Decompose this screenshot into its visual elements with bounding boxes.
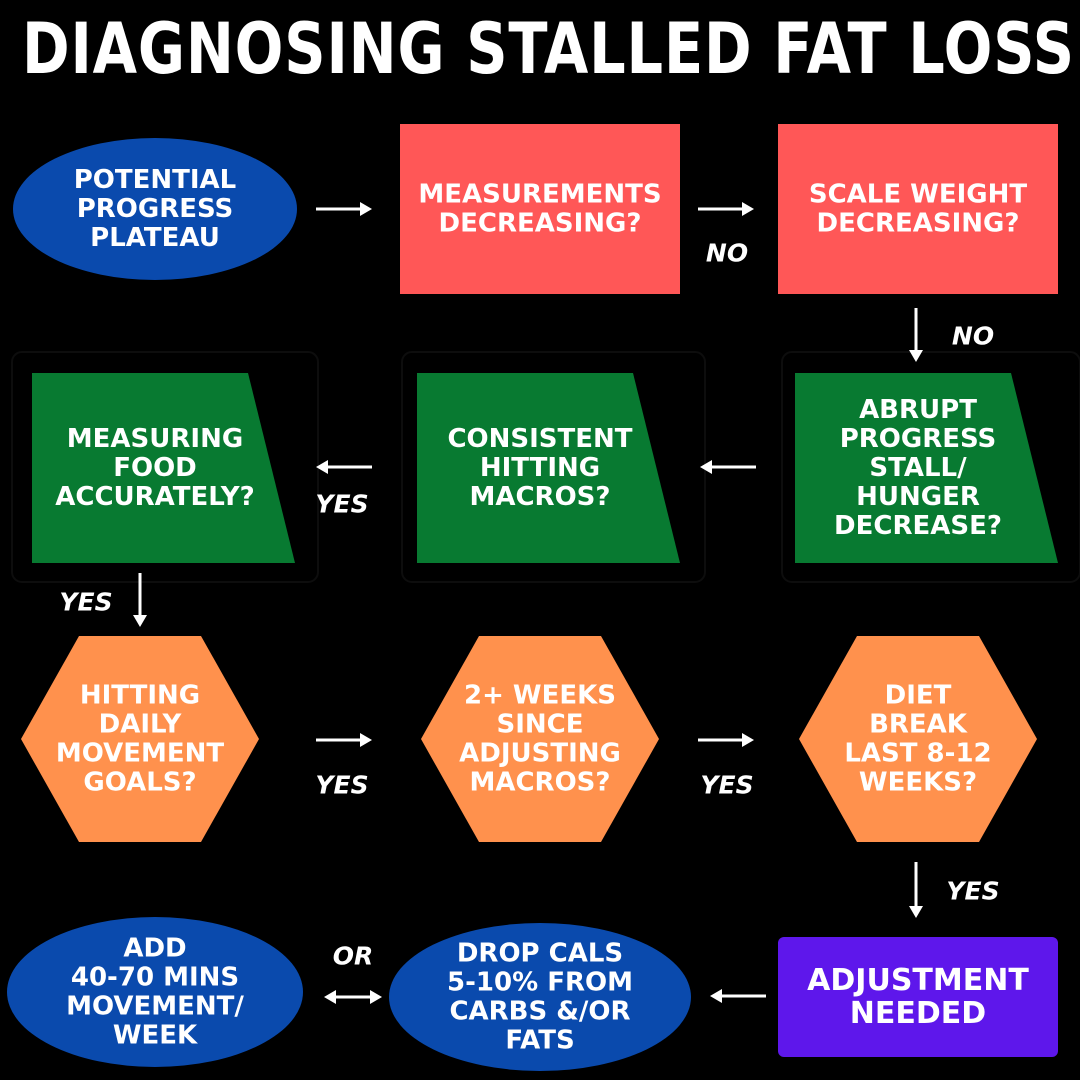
arrowhead <box>133 615 147 627</box>
shape-hexagon <box>799 636 1037 842</box>
arrowhead <box>742 202 754 216</box>
edge-diet-break-to-adjustment: YES <box>909 862 1000 918</box>
node-label-line: HITTING <box>80 681 200 711</box>
edge-label: YES <box>59 588 112 617</box>
node-label-line: DAILY <box>99 710 183 740</box>
node-label-line: ADJUSTING <box>459 739 621 769</box>
arrowhead <box>700 460 712 474</box>
node-label-line: PROGRESS <box>840 424 997 454</box>
node-label-line: ABRUPT <box>859 395 977 425</box>
node-label-line: MEASURING <box>67 424 243 454</box>
shape-rounded-rectangle <box>778 937 1058 1057</box>
node-label-line: NEEDED <box>850 996 986 1031</box>
node-label-line: BREAK <box>869 710 968 740</box>
shape-rectangle <box>778 124 1058 294</box>
node-label-line: MEASUREMENTS <box>418 180 661 210</box>
shape-ellipse <box>7 917 303 1067</box>
node-label-line: FATS <box>505 1026 574 1056</box>
edge-label: NO <box>706 239 748 268</box>
edge-abrupt-to-consistent <box>700 460 756 474</box>
arrowhead <box>742 733 754 747</box>
node-label-line: ADD <box>123 934 186 964</box>
node-label-line: WEEKS? <box>859 768 977 798</box>
node-label-line: ACCURATELY? <box>55 482 254 512</box>
arrowhead <box>909 906 923 918</box>
node-label-line: GOALS? <box>83 768 196 798</box>
node-label-line: 2+ WEEKS <box>464 681 616 711</box>
arrowhead <box>324 990 336 1004</box>
shape-trapezoid <box>795 373 1058 563</box>
edge-adjustment-to-drop-cals <box>710 989 766 1003</box>
node-label-line: DECREASE? <box>834 511 1002 541</box>
node-label-line: ADJUSTMENT <box>807 963 1029 998</box>
edge-measuring-to-movement-goals: YES <box>59 573 147 627</box>
arrowhead <box>360 202 372 216</box>
node-label-line: MACROS? <box>469 482 610 512</box>
node-label-line: FOOD <box>113 453 197 483</box>
edge-label: YES <box>315 771 368 800</box>
shape-hexagon <box>421 636 659 842</box>
edge-start-to-measurements <box>316 202 372 216</box>
edge-label: NO <box>952 322 994 351</box>
arrowhead <box>710 989 722 1003</box>
node-label-line: POTENTIAL <box>74 165 237 195</box>
edge-measurements-to-scale: NO <box>698 202 754 268</box>
shape-trapezoid <box>32 373 295 563</box>
shape-rectangle <box>400 124 680 294</box>
node-label-line: HUNGER <box>856 482 980 512</box>
edge-label: YES <box>315 490 368 519</box>
node-label-line: SCALE WEIGHT <box>809 180 1028 210</box>
node-label-line: CONSISTENT <box>447 424 632 454</box>
node-label-line: 40-70 MINS <box>71 963 239 993</box>
arrowhead <box>370 990 382 1004</box>
node-label-line: PLATEAU <box>90 223 220 253</box>
shape-hexagon <box>21 636 259 842</box>
node-label-line: SINCE <box>496 710 583 740</box>
node-label-line: MOVEMENT/ <box>66 992 244 1022</box>
edge-consistent-to-measuring: YES <box>315 460 372 519</box>
node-label-line: STALL/ <box>869 453 967 483</box>
edge-movement-goals-to-weeks: YES <box>315 733 372 800</box>
node-label-line: CARBS &/OR <box>449 997 630 1027</box>
node-label-line: DROP CALS <box>457 939 623 969</box>
shape-ellipse <box>389 923 691 1071</box>
arrowhead <box>316 460 328 474</box>
edge-drop-cals-to-add-movement: OR <box>324 942 382 1004</box>
arrowhead <box>909 350 923 362</box>
node-label-line: LAST 8-12 <box>844 739 991 769</box>
node-label-line: DECREASING? <box>439 209 642 239</box>
node-label-line: MACROS? <box>469 768 610 798</box>
node-label-line: MOVEMENT <box>56 739 225 769</box>
arrowhead <box>360 733 372 747</box>
node-label-line: DIET <box>885 681 952 711</box>
edge-scale-to-abrupt: NO <box>909 308 994 362</box>
shape-trapezoid <box>417 373 680 563</box>
node-label-line: DECREASING? <box>817 209 1020 239</box>
node-label-line: PROGRESS <box>77 194 234 224</box>
shape-ellipse <box>13 138 297 280</box>
edge-label: YES <box>946 877 999 906</box>
node-label-line: WEEK <box>113 1021 198 1051</box>
node-label-line: 5-10% FROM <box>447 968 633 998</box>
edge-weeks-to-diet-break: YES <box>698 733 754 800</box>
edge-label: OR <box>333 942 374 971</box>
node-label-line: HITTING <box>480 453 600 483</box>
edge-label: YES <box>700 771 753 800</box>
